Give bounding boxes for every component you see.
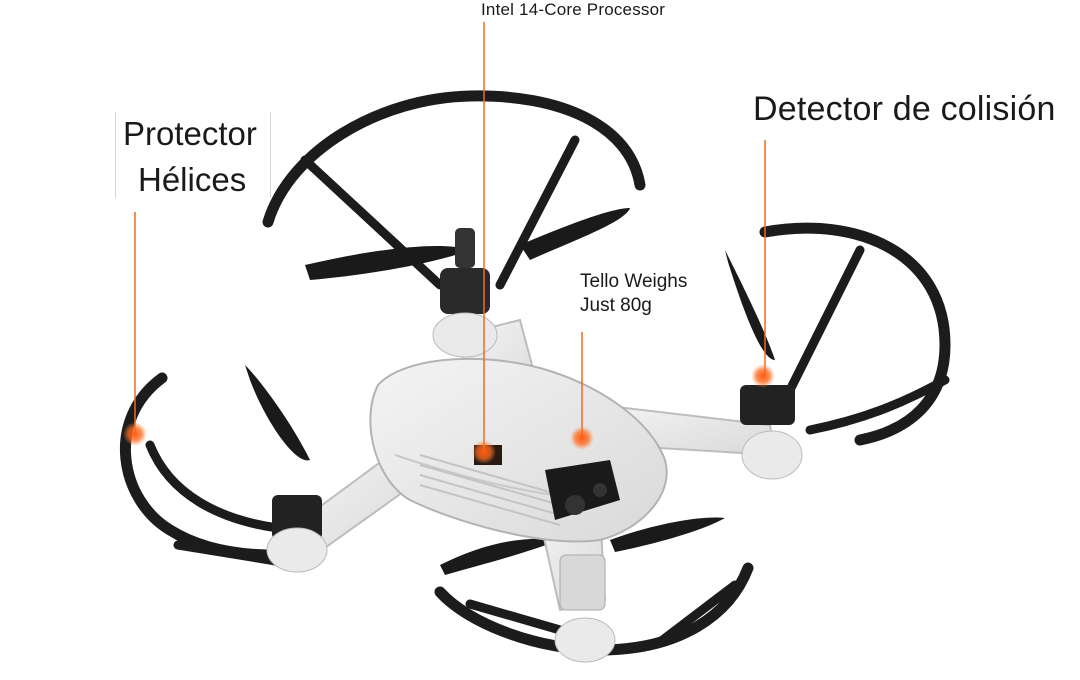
motor-right bbox=[740, 385, 803, 480]
callout-label-weight-line2: Just 80g bbox=[580, 295, 652, 316]
callout-lines bbox=[134, 22, 766, 452]
callout-dot-weight bbox=[570, 426, 594, 450]
callout-label-weight: Tello Weighs Just 80g bbox=[580, 270, 687, 318]
callout-dots bbox=[123, 364, 775, 464]
callout-dot-protector bbox=[123, 422, 147, 446]
callout-label-protector-line2: Hélices bbox=[138, 161, 247, 198]
motor-left bbox=[266, 495, 328, 573]
callout-label-processor: Intel 14-Core Processor bbox=[481, 0, 666, 19]
callout-dot-processor bbox=[472, 440, 496, 464]
label-divider-left bbox=[115, 112, 116, 198]
camera-module bbox=[545, 460, 620, 520]
callout-label-protector: Protector Hélices bbox=[123, 111, 257, 203]
propeller-blades bbox=[245, 208, 775, 575]
motor-top bbox=[432, 228, 498, 358]
callout-label-weight-line1: Tello Weighs bbox=[580, 271, 688, 292]
callout-dot-collision bbox=[751, 364, 775, 388]
propeller-guard-top bbox=[262, 90, 646, 290]
drone-body bbox=[369, 357, 668, 543]
callout-label-protector-line1: Protector bbox=[123, 115, 257, 152]
callout-label-collision: Detector de colisión bbox=[753, 90, 1056, 128]
label-divider-right bbox=[270, 112, 271, 198]
motor-bottom bbox=[554, 554, 616, 663]
propeller-guard-right bbox=[759, 222, 951, 446]
